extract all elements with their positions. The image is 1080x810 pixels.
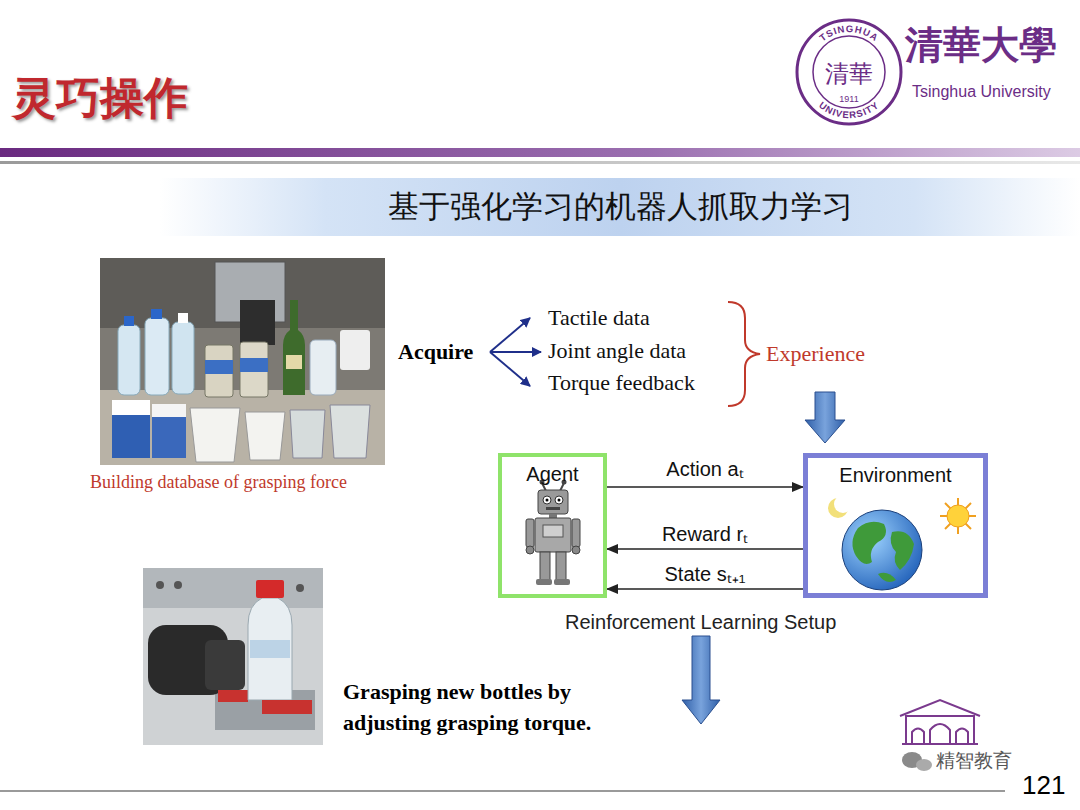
slide-title: 灵巧操作: [12, 72, 188, 125]
environment-box: Environment: [803, 453, 988, 598]
page-number: 121: [1022, 772, 1065, 798]
subtitle-band: 基于强化学习的机器人抓取力学习: [160, 178, 1080, 236]
svg-text:TSINGHUA: TSINGHUA: [817, 23, 881, 44]
edge-label: State sₜ₊₁: [661, 563, 748, 586]
footer-line: [0, 790, 1005, 792]
node-text: Environment: [808, 463, 983, 487]
node-text: 基于强化学习的机器人抓取力学习: [388, 188, 853, 225]
data-item: Joint angle data: [548, 338, 686, 364]
university-name-en: Tsinghua University: [912, 82, 1051, 101]
agent-box: Agent: [498, 453, 607, 598]
photo-grasp-database: [100, 258, 385, 465]
down-arrow: [805, 392, 845, 443]
photo-caption: Building database of grasping force: [90, 472, 347, 494]
building-icon: [900, 700, 980, 744]
header-line: [0, 161, 1080, 164]
header-bar: [0, 148, 1080, 157]
acquire-label: Acquire: [398, 339, 473, 365]
watermark: 精智教育: [936, 749, 1012, 772]
university-seal: TSINGHUA UNIVERSITY 清華 1911: [797, 20, 901, 124]
connector-arrow: [607, 548, 803, 550]
university-name: 清華大學: [905, 22, 1057, 68]
seal-emblem: 清華: [825, 60, 873, 88]
seal-text: TSINGHUA: [817, 23, 881, 44]
connector-arrow: [607, 486, 803, 488]
wechat-icon: [902, 752, 932, 771]
photo-grasp-new-bottle: [143, 568, 323, 745]
experience-bracket: [728, 302, 760, 406]
data-item: Tactile data: [548, 305, 650, 331]
data-item: Torque feedback: [548, 370, 695, 396]
edge-label: Action aₜ: [663, 458, 746, 481]
acquire-arrows: [490, 318, 541, 386]
setup-caption: Reinforcement Learning Setup: [565, 610, 836, 634]
experience-label: Experience: [766, 341, 865, 367]
seal-year: 1911: [839, 94, 858, 104]
node-text: Agent: [502, 462, 603, 486]
down-arrow: [682, 636, 720, 724]
result-text: Grasping new bottles by adjusting graspi…: [343, 676, 653, 738]
edge-label: Reward rₜ: [659, 523, 751, 546]
connector-arrow: [607, 588, 803, 590]
